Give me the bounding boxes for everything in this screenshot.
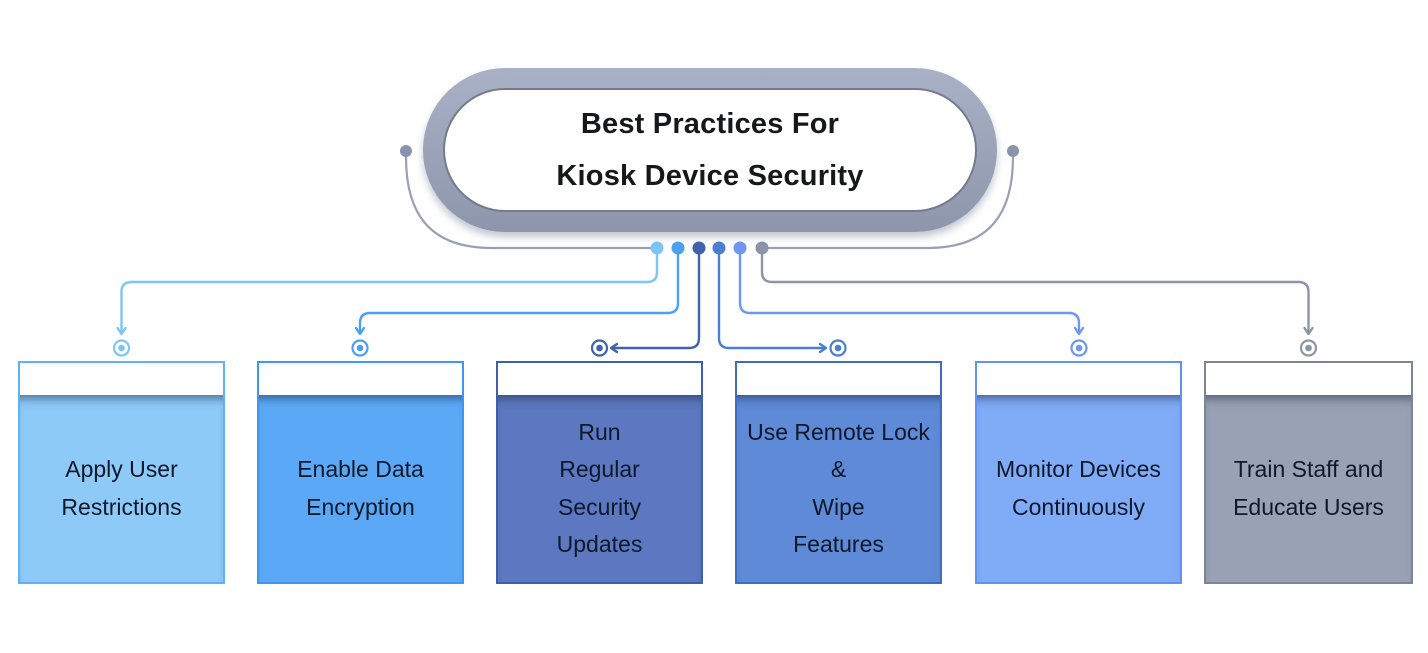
card-label: Monitor Devices Continuously [996, 456, 1161, 520]
title-pill: Best Practices For Kiosk Device Security [423, 68, 997, 232]
branch-dot-4 [712, 241, 726, 255]
target-marker-dot-3 [596, 344, 603, 352]
card-run-regular-security-updates: Run Regular Security Updates [496, 361, 703, 584]
title-pill-inner: Best Practices For Kiosk Device Security [443, 88, 977, 212]
card-body: Train Staff and Educate Users [1206, 395, 1411, 582]
card-body: Run Regular Security Updates [498, 395, 701, 582]
card-apply-user-restrictions: Apply User Restrictions [18, 361, 225, 584]
arrowhead-down-1 [116, 326, 127, 336]
connector-line-6 [760, 246, 1310, 333]
card-body: Use Remote Lock & Wipe Features [737, 395, 940, 582]
card-label: Use Remote Lock & Wipe Features [747, 419, 930, 557]
branch-dot-3 [692, 241, 706, 255]
target-marker-dot-5 [1075, 344, 1083, 352]
target-marker-dot-2 [356, 344, 364, 352]
trunk-curve-right [765, 155, 1015, 250]
card-use-remote-lock-wipe: Use Remote Lock & Wipe Features [735, 361, 942, 584]
connector-line-3 [612, 246, 701, 350]
target-marker-dot-6 [1305, 344, 1312, 352]
pill-side-dot-right [1007, 145, 1019, 157]
card-enable-data-encryption: Enable Data Encryption [257, 361, 464, 584]
card-header [977, 363, 1180, 395]
branch-dot-6 [755, 241, 769, 255]
branch-dot-5 [733, 241, 747, 255]
arrowhead-right-4 [818, 342, 828, 354]
target-marker-dot-4 [834, 344, 842, 352]
trunk-curve-left [404, 155, 654, 250]
card-body: Monitor Devices Continuously [977, 395, 1180, 582]
target-marker-dot-1 [118, 344, 125, 352]
card-header [259, 363, 462, 395]
card-label: Run Regular Security Updates [556, 419, 643, 557]
card-monitor-devices-continuously: Monitor Devices Continuously [975, 361, 1182, 584]
card-body: Enable Data Encryption [259, 395, 462, 582]
connector-line-1 [120, 246, 659, 333]
connector-line-4 [717, 246, 825, 350]
diagram-title: Best Practices For Kiosk Device Security [556, 108, 864, 192]
card-header [737, 363, 940, 395]
pill-side-dot-left [400, 145, 412, 157]
arrowhead-down-6 [1303, 326, 1314, 336]
connector-line-2 [358, 246, 680, 333]
card-header [1206, 363, 1411, 395]
arrowhead-down-2 [354, 326, 366, 336]
branch-dot-1 [650, 241, 664, 255]
arrowhead-left-3 [609, 342, 619, 354]
connector-line-5 [738, 246, 1081, 333]
card-body: Apply User Restrictions [20, 395, 223, 582]
card-train-staff-educate-users: Train Staff and Educate Users [1204, 361, 1413, 584]
arrowhead-down-5 [1073, 326, 1085, 336]
branch-dot-2 [671, 241, 685, 255]
card-header [498, 363, 701, 395]
card-label: Enable Data Encryption [297, 456, 424, 520]
card-label: Apply User Restrictions [61, 456, 182, 520]
card-header [20, 363, 223, 395]
card-label: Train Staff and Educate Users [1233, 456, 1384, 520]
